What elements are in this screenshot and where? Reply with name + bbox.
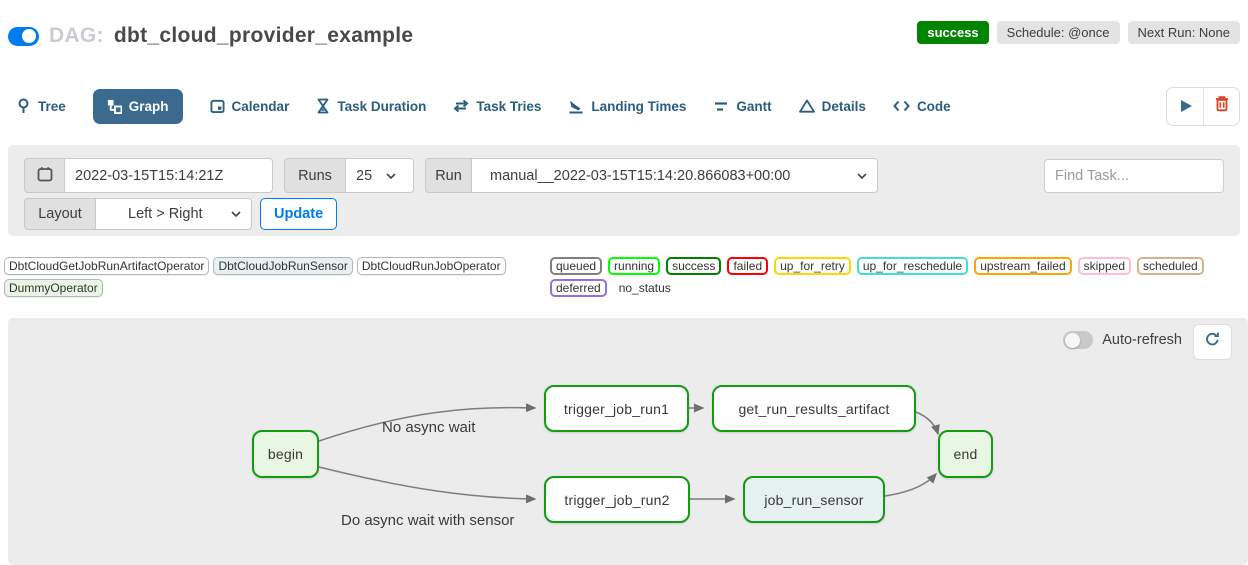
legend: DbtCloudGetJobRunArtifactOperator DbtClo… — [4, 257, 1244, 297]
next-run-badge: Next Run: None — [1127, 21, 1240, 44]
tab-label: Gantt — [736, 98, 772, 114]
tab-details[interactable]: Details — [798, 98, 866, 114]
refresh-icon — [1204, 331, 1221, 353]
toggle-knob — [1065, 332, 1081, 348]
tab-label: Task Duration — [337, 98, 427, 114]
gantt-icon — [713, 100, 729, 113]
tab-label: Graph — [128, 98, 169, 114]
chevron-down-icon — [857, 172, 867, 179]
layout-label: Layout — [24, 198, 96, 230]
schedule-badge: Schedule: @once — [996, 21, 1120, 44]
filter-panel: Runs 25 Run manual__2022-03-15T15:14:20.… — [8, 145, 1240, 236]
task-node-trigger-job-run1[interactable]: trigger_job_run1 — [544, 385, 689, 432]
delete-dag-button[interactable] — [1203, 87, 1239, 125]
view-tabs: Tree Graph Calendar Task Duration Task T… — [16, 85, 1240, 127]
hourglass-icon — [316, 98, 330, 114]
runs-select[interactable]: 25 — [345, 158, 414, 193]
runs-group: Runs 25 — [284, 158, 414, 193]
legend-status: scheduled — [1137, 257, 1204, 275]
tab-label: Details — [821, 98, 866, 114]
auto-refresh-control: Auto-refresh — [1063, 331, 1182, 349]
dag-action-buttons — [1166, 86, 1240, 126]
legend-status: running — [608, 257, 661, 275]
find-task-group — [1044, 158, 1224, 193]
layout-select[interactable]: Left > Right — [95, 198, 252, 230]
tab-task-tries[interactable]: Task Tries — [453, 99, 541, 114]
task-node-job-run-sensor[interactable]: job_run_sensor — [743, 476, 885, 523]
tab-label: Calendar — [231, 98, 290, 114]
runs-select-value: 25 — [356, 167, 373, 184]
legend-operator: DbtCloudJobRunSensor — [213, 257, 353, 275]
run-select[interactable]: manual__2022-03-15T15:14:20.866083+00:00 — [471, 158, 878, 193]
tab-graph[interactable]: Graph — [92, 88, 183, 124]
tab-code[interactable]: Code — [893, 99, 951, 114]
legend-status: upstream_failed — [974, 257, 1072, 275]
trash-icon — [1214, 95, 1230, 117]
legend-status: up_for_retry — [774, 257, 851, 275]
layout-group: Layout Left > Right — [24, 198, 252, 230]
chevron-down-icon — [386, 172, 396, 179]
triangle-icon — [798, 99, 815, 113]
tab-label: Task Tries — [476, 98, 542, 114]
tab-label: Landing Times — [591, 98, 687, 114]
tab-label: Tree — [38, 98, 66, 114]
base-date-group — [24, 158, 273, 193]
tab-calendar[interactable]: Calendar — [210, 98, 290, 114]
legend-operator: DummyOperator — [4, 279, 103, 297]
task-node-begin[interactable]: begin — [252, 430, 319, 478]
tab-tree[interactable]: Tree — [16, 98, 66, 114]
update-button[interactable]: Update — [260, 198, 338, 230]
play-icon — [1181, 100, 1192, 112]
legend-status: failed — [727, 257, 769, 275]
trigger-dag-button[interactable] — [1167, 87, 1203, 125]
legend-status: queued — [550, 257, 603, 275]
toggle-knob — [22, 29, 36, 43]
runs-label: Runs — [284, 158, 346, 193]
legend-operator: DbtCloudRunJobOperator — [356, 257, 506, 275]
tree-pin-icon — [16, 98, 31, 114]
legend-status: deferred — [550, 279, 607, 297]
calendar-icon — [210, 98, 225, 114]
legend-status: no_status — [618, 281, 671, 295]
status-legend: queued running success failed up_for_ret… — [550, 257, 1244, 297]
edge-label-do-async-wait: Do async wait with sensor — [341, 512, 515, 529]
legend-status: up_for_reschedule — [856, 257, 969, 275]
chevron-down-icon — [231, 211, 241, 217]
calendar-picker-button[interactable] — [24, 158, 65, 193]
base-date-input[interactable] — [75, 167, 262, 184]
tab-gantt[interactable]: Gantt — [713, 98, 772, 114]
layout-select-value: Left > Right — [128, 206, 203, 222]
legend-status: success — [666, 257, 722, 275]
status-badge: success — [917, 21, 989, 44]
auto-refresh-toggle[interactable] — [1063, 331, 1094, 349]
tab-landing-times[interactable]: Landing Times — [568, 99, 686, 114]
run-label: Run — [425, 158, 472, 193]
edge-label-no-async-wait: No async wait — [382, 419, 476, 436]
find-task-input[interactable] — [1055, 167, 1213, 184]
plane-landing-icon — [568, 99, 584, 114]
header-badges: success Schedule: @once Next Run: None — [917, 21, 1240, 44]
task-node-end[interactable]: end — [938, 430, 993, 478]
calendar-icon — [37, 166, 53, 186]
run-group: Run manual__2022-03-15T15:14:20.866083+0… — [425, 158, 878, 193]
run-select-value: manual__2022-03-15T15:14:20.866083+00:00 — [490, 167, 791, 184]
refresh-button[interactable] — [1193, 324, 1232, 360]
tab-label: Code — [916, 98, 951, 114]
tab-task-duration[interactable]: Task Duration — [316, 98, 426, 114]
dag-prefix: DAG: — [49, 24, 104, 47]
dag-edges — [318, 403, 940, 504]
page-title: dbt_cloud_provider_example — [113, 24, 414, 47]
code-icon — [893, 100, 910, 112]
operator-legend: DbtCloudGetJobRunArtifactOperator DbtClo… — [4, 257, 550, 297]
legend-status: skipped — [1077, 257, 1131, 275]
task-node-get-run-results-artifact[interactable]: get_run_results_artifact — [712, 385, 916, 432]
dag-graph-panel: No async wait Do async wait with sensor … — [8, 318, 1248, 565]
task-node-trigger-job-run2[interactable]: trigger_job_run2 — [544, 476, 690, 523]
graph-icon — [107, 99, 122, 114]
retry-arrows-icon — [453, 99, 469, 113]
auto-refresh-label: Auto-refresh — [1102, 332, 1182, 348]
dag-pause-toggle[interactable] — [8, 26, 39, 46]
legend-operator: DbtCloudGetJobRunArtifactOperator — [4, 257, 210, 275]
dag-header: DAG: dbt_cloud_provider_example — [8, 24, 413, 48]
